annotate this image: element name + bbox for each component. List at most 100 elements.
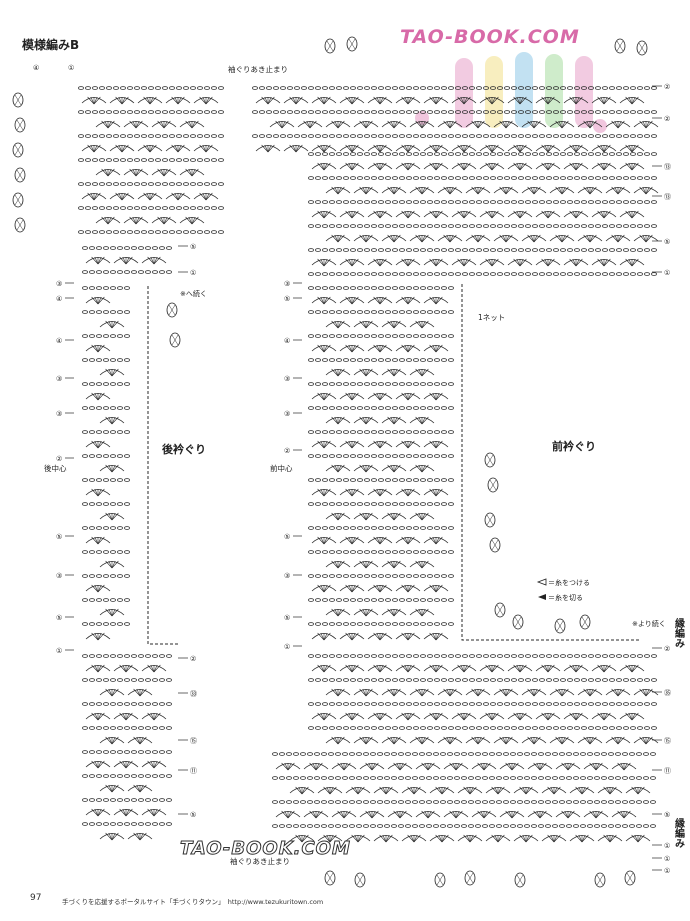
fan-stitch-spoke <box>432 632 437 641</box>
chain-stitch <box>152 822 158 826</box>
chain-stitch <box>350 272 356 276</box>
chain-stitch <box>336 86 342 90</box>
chain-stitch <box>609 248 615 252</box>
fan-stitch-spoke <box>449 688 454 697</box>
fan-stitch-spoke <box>205 144 210 153</box>
fan-stitch-spoke <box>331 736 339 745</box>
chain-stitch <box>99 230 105 234</box>
chain-stitch <box>315 286 321 290</box>
chain-stitch <box>293 752 299 756</box>
fan-stitch-spoke <box>205 192 213 201</box>
chain-stitch <box>462 224 468 228</box>
chain-stitch <box>166 702 172 706</box>
chain-stitch <box>336 110 342 114</box>
chain-stitch <box>629 752 635 756</box>
chain-stitch <box>420 248 426 252</box>
chain-stitch <box>595 678 601 682</box>
chain-stitch <box>440 752 446 756</box>
chain-stitch <box>469 200 475 204</box>
chain-stitch <box>349 824 355 828</box>
fan-stitch-spoke <box>410 786 415 795</box>
fan-stitch-spoke <box>435 712 440 721</box>
chain-stitch <box>643 776 649 780</box>
chain-stitch <box>573 776 579 780</box>
fan-stitch-spoke <box>317 440 325 449</box>
fan-stitch-spoke <box>365 464 370 473</box>
chain-stitch <box>385 272 391 276</box>
row-markers: ③④④③③②⑤③⑤①③⑤④③③②⑤③⑤①②②⑬⑬⑤①⑤①②㉝⑮⑪⑤②㉟⑮⑪⑤①①… <box>56 83 671 875</box>
fan-stitch-spoke <box>421 464 429 473</box>
fan-stitch-spoke <box>569 258 577 267</box>
chain-stitch <box>644 678 650 682</box>
fan-stitch-spoke <box>111 560 116 569</box>
chain-stitch <box>322 358 328 362</box>
fan-stitch-spoke <box>317 488 325 497</box>
chain-stitch <box>391 776 397 780</box>
fan-stitch-spoke <box>365 186 370 195</box>
shell-line <box>14 94 22 106</box>
chain-stitch <box>124 822 130 826</box>
chain-stitch <box>350 598 356 602</box>
fan-stitch-spoke <box>455 762 463 771</box>
chain-stitch <box>329 224 335 228</box>
row-number: ① <box>56 647 62 655</box>
picot-shell <box>554 618 566 634</box>
left-edging <box>12 92 26 233</box>
chain-stitch <box>497 110 503 114</box>
chain-stitch <box>476 152 482 156</box>
chain-stitch <box>630 152 636 156</box>
fan-stitch-spoke <box>104 168 109 177</box>
chain-stitch <box>131 702 137 706</box>
fan-stitch-spoke <box>597 210 605 219</box>
fan-stitch-spoke <box>415 416 423 425</box>
fan-stitch-spoke <box>107 216 112 225</box>
fan-stitch-spoke <box>351 440 356 449</box>
chain-stitch <box>441 526 447 530</box>
fan-stitch-spoke <box>376 96 381 105</box>
fan-stitch-spoke <box>94 344 99 353</box>
chain-stitch <box>559 752 565 756</box>
picot-shell <box>484 512 496 528</box>
fan-stitch-spoke <box>147 664 155 673</box>
chain-stitch <box>636 752 642 756</box>
chain-stitch <box>336 654 342 658</box>
chain-stitch <box>113 110 119 114</box>
chain-stitch <box>300 776 306 780</box>
chain-stitch <box>518 176 524 180</box>
fan-stitch-spoke <box>502 234 507 243</box>
fan-stitch-spoke <box>637 834 645 843</box>
chain-stitch <box>462 86 468 90</box>
chain-stitch <box>525 86 531 90</box>
fan-stitch-spoke <box>491 664 496 673</box>
chain-stitch <box>489 800 495 804</box>
fan-stitch-spoke <box>281 120 286 129</box>
fan-stitch-spoke <box>589 688 594 697</box>
chain-stitch <box>573 800 579 804</box>
fan-stitch-spoke <box>379 144 387 153</box>
chain-stitch <box>392 654 398 658</box>
chain-stitch <box>406 654 412 658</box>
chain-stitch <box>420 478 426 482</box>
fan-stitch-spoke <box>376 258 381 267</box>
fan-stitch-spoke <box>97 584 105 593</box>
chain-stitch <box>141 134 147 138</box>
chain-stitch <box>307 824 313 828</box>
chain-stitch <box>148 134 154 138</box>
fan-stitch-spoke <box>108 320 113 329</box>
fan-stitch-spoke <box>474 186 479 195</box>
chain-stitch <box>546 654 552 658</box>
chain-stitch <box>546 110 552 114</box>
chain-stitch <box>602 200 608 204</box>
fan-stitch-spoke <box>97 296 102 305</box>
fan-stitch-spoke <box>97 632 102 641</box>
chain-stitch <box>308 430 314 434</box>
chain-stitch <box>145 726 151 730</box>
chain-stitch <box>117 822 123 826</box>
fan-stitch-spoke <box>519 96 527 105</box>
chain-stitch <box>483 654 489 658</box>
chain-stitch <box>441 110 447 114</box>
chain-stitch <box>538 800 544 804</box>
chain-stitch <box>391 800 397 804</box>
chain-stitch <box>511 110 517 114</box>
fan-stitch-spoke <box>449 120 454 129</box>
